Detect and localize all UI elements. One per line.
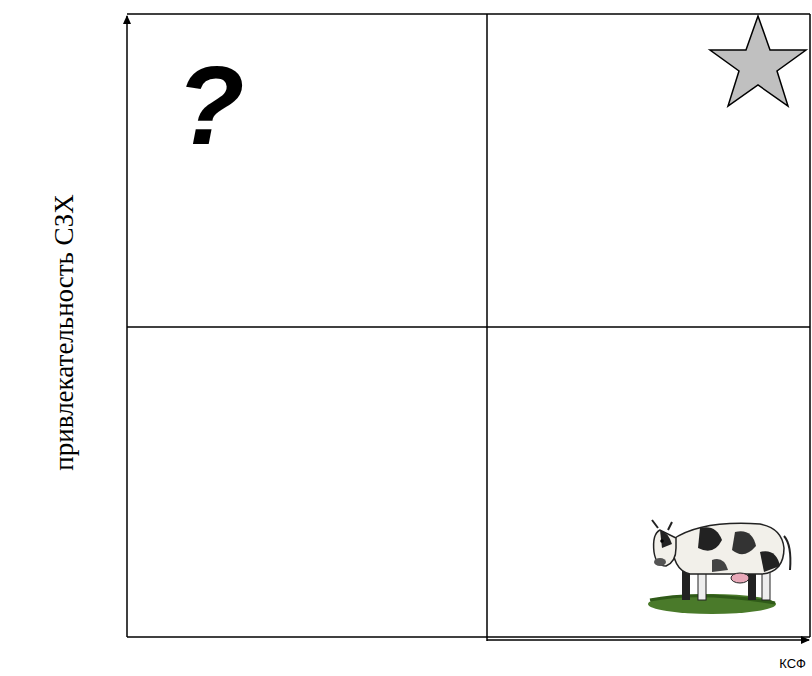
axis-label: КСФ: [779, 656, 806, 671]
star-symbol: [710, 16, 806, 106]
matrix-frame: [127, 14, 810, 637]
y-axis: [126, 16, 128, 637]
cow-picture: [648, 520, 790, 614]
axis-label: привлекательность СЗХ: [49, 194, 80, 470]
x-axis-tick: [486, 637, 488, 641]
quadrant-symbol: ?: [176, 50, 244, 162]
x-axis: [487, 639, 809, 641]
